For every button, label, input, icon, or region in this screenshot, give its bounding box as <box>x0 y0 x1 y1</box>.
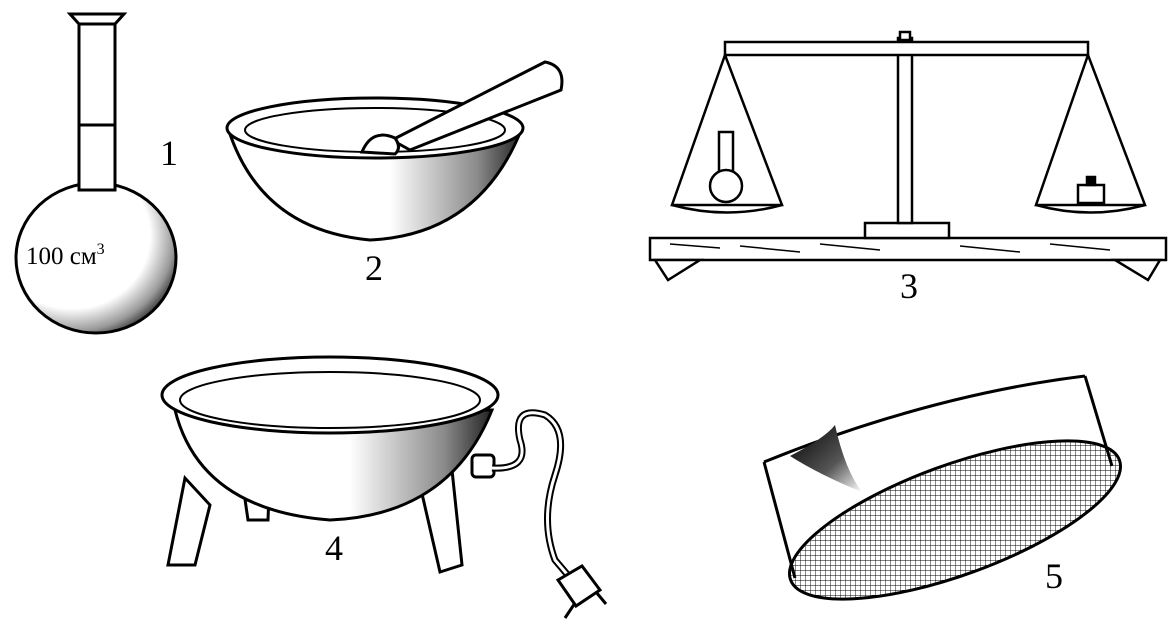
item-number-2: 2 <box>365 248 383 288</box>
sieve <box>762 374 1139 601</box>
flask-volume-label: 100 см3 <box>26 241 105 270</box>
electric-water-bath <box>160 355 608 619</box>
item-number-1: 1 <box>160 133 178 173</box>
item-number-4: 4 <box>325 528 343 568</box>
volumetric-flask <box>14 12 178 335</box>
item-number-3: 3 <box>900 266 918 306</box>
balance-scale <box>648 30 1168 282</box>
mortar-and-pestle <box>225 60 564 242</box>
item-number-5: 5 <box>1045 556 1063 596</box>
